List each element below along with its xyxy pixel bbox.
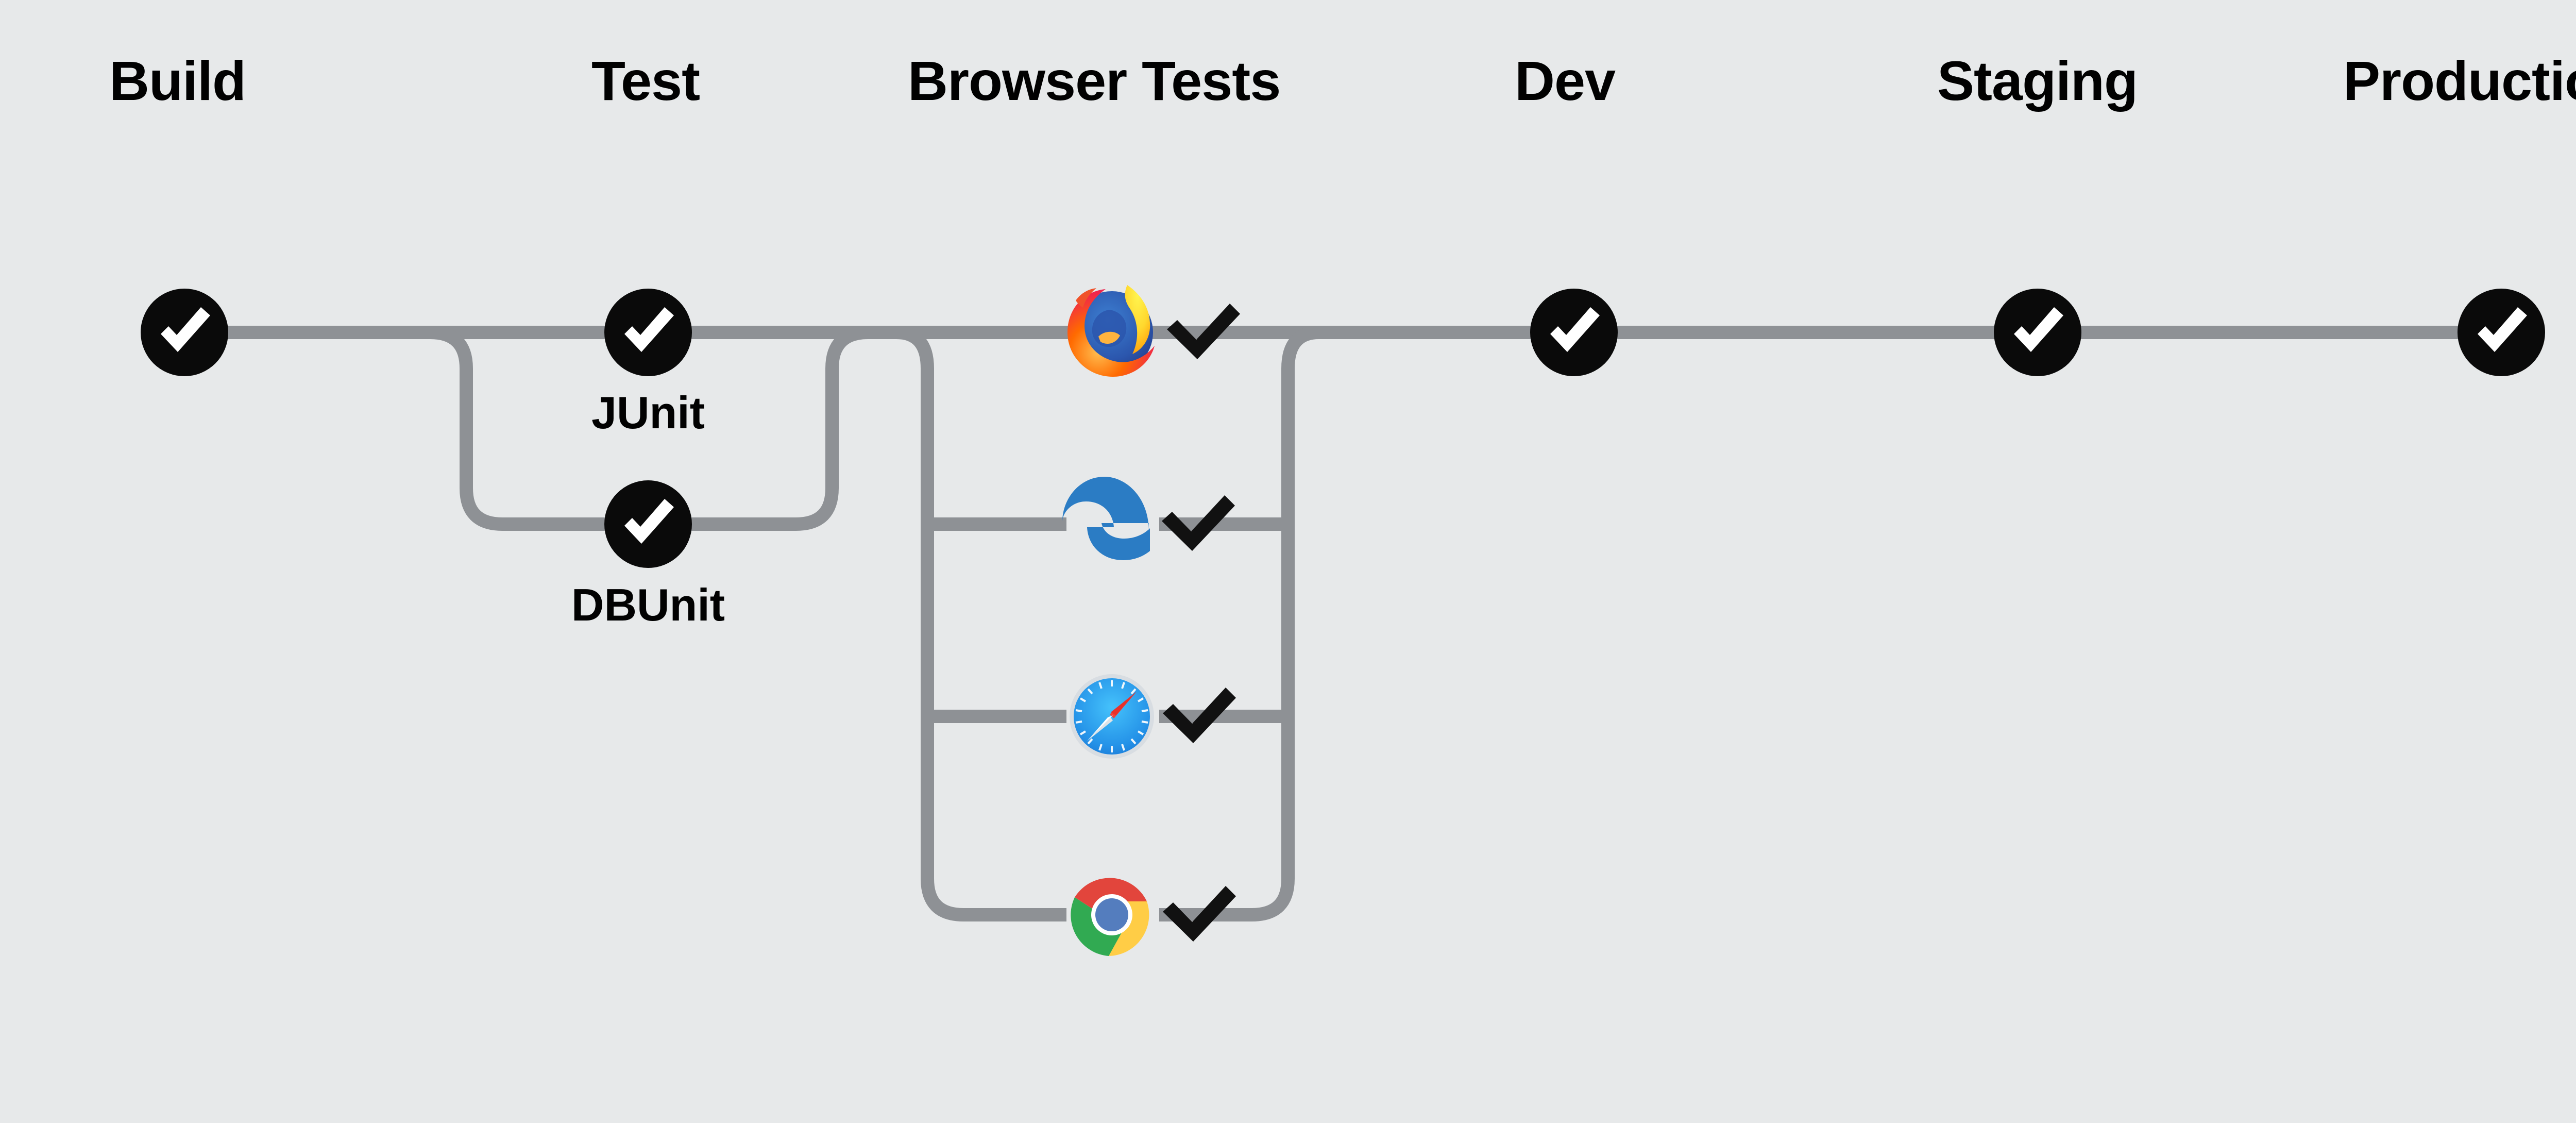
browser-job-safari[interactable] bbox=[1070, 674, 1236, 759]
stage-node-dev[interactable] bbox=[1530, 289, 1618, 376]
browser-job-firefox[interactable] bbox=[1067, 285, 1240, 377]
chrome-icon bbox=[1071, 878, 1149, 956]
browser-merge-spine-main bbox=[1159, 326, 1319, 921]
job-label-junit: JUnit bbox=[591, 387, 705, 438]
check-icon bbox=[2014, 307, 2063, 352]
browser-fan-out-spine bbox=[896, 326, 1066, 921]
stage-label-production: Production bbox=[2343, 49, 2576, 112]
stage-nodes bbox=[141, 289, 2545, 568]
stage-label-test: Test bbox=[591, 49, 700, 112]
check-icon bbox=[624, 499, 674, 544]
stage-label-browser-tests: Browser Tests bbox=[908, 49, 1281, 112]
check-icon bbox=[1163, 886, 1236, 942]
safari-icon bbox=[1070, 674, 1154, 759]
check-icon bbox=[1163, 688, 1236, 743]
firefox-icon bbox=[1067, 285, 1155, 377]
stage-node-dbunit[interactable] bbox=[604, 480, 692, 568]
edge-icon bbox=[1062, 477, 1150, 560]
stage-node-production[interactable] bbox=[2458, 289, 2545, 376]
stage-node-test[interactable] bbox=[604, 289, 692, 376]
stage-node-staging[interactable] bbox=[1994, 289, 2081, 376]
stage-label-staging: Staging bbox=[1937, 49, 2138, 112]
check-icon bbox=[1167, 304, 1240, 359]
check-icon bbox=[1550, 307, 1600, 352]
check-icon bbox=[2478, 307, 2527, 352]
job-label-dbunit: DBUnit bbox=[571, 579, 725, 630]
test-branch-dbunit bbox=[402, 326, 648, 531]
check-icon bbox=[624, 307, 674, 352]
stage-label-dev: Dev bbox=[1515, 49, 1616, 112]
check-icon bbox=[1162, 495, 1235, 551]
test-branch-dbunit-merge bbox=[648, 326, 896, 531]
stage-node-build[interactable] bbox=[141, 289, 228, 376]
check-icon bbox=[161, 307, 210, 352]
stage-label-build: Build bbox=[109, 49, 246, 112]
browser-job-edge[interactable] bbox=[1062, 477, 1235, 560]
browser-job-chrome[interactable] bbox=[1071, 878, 1236, 956]
